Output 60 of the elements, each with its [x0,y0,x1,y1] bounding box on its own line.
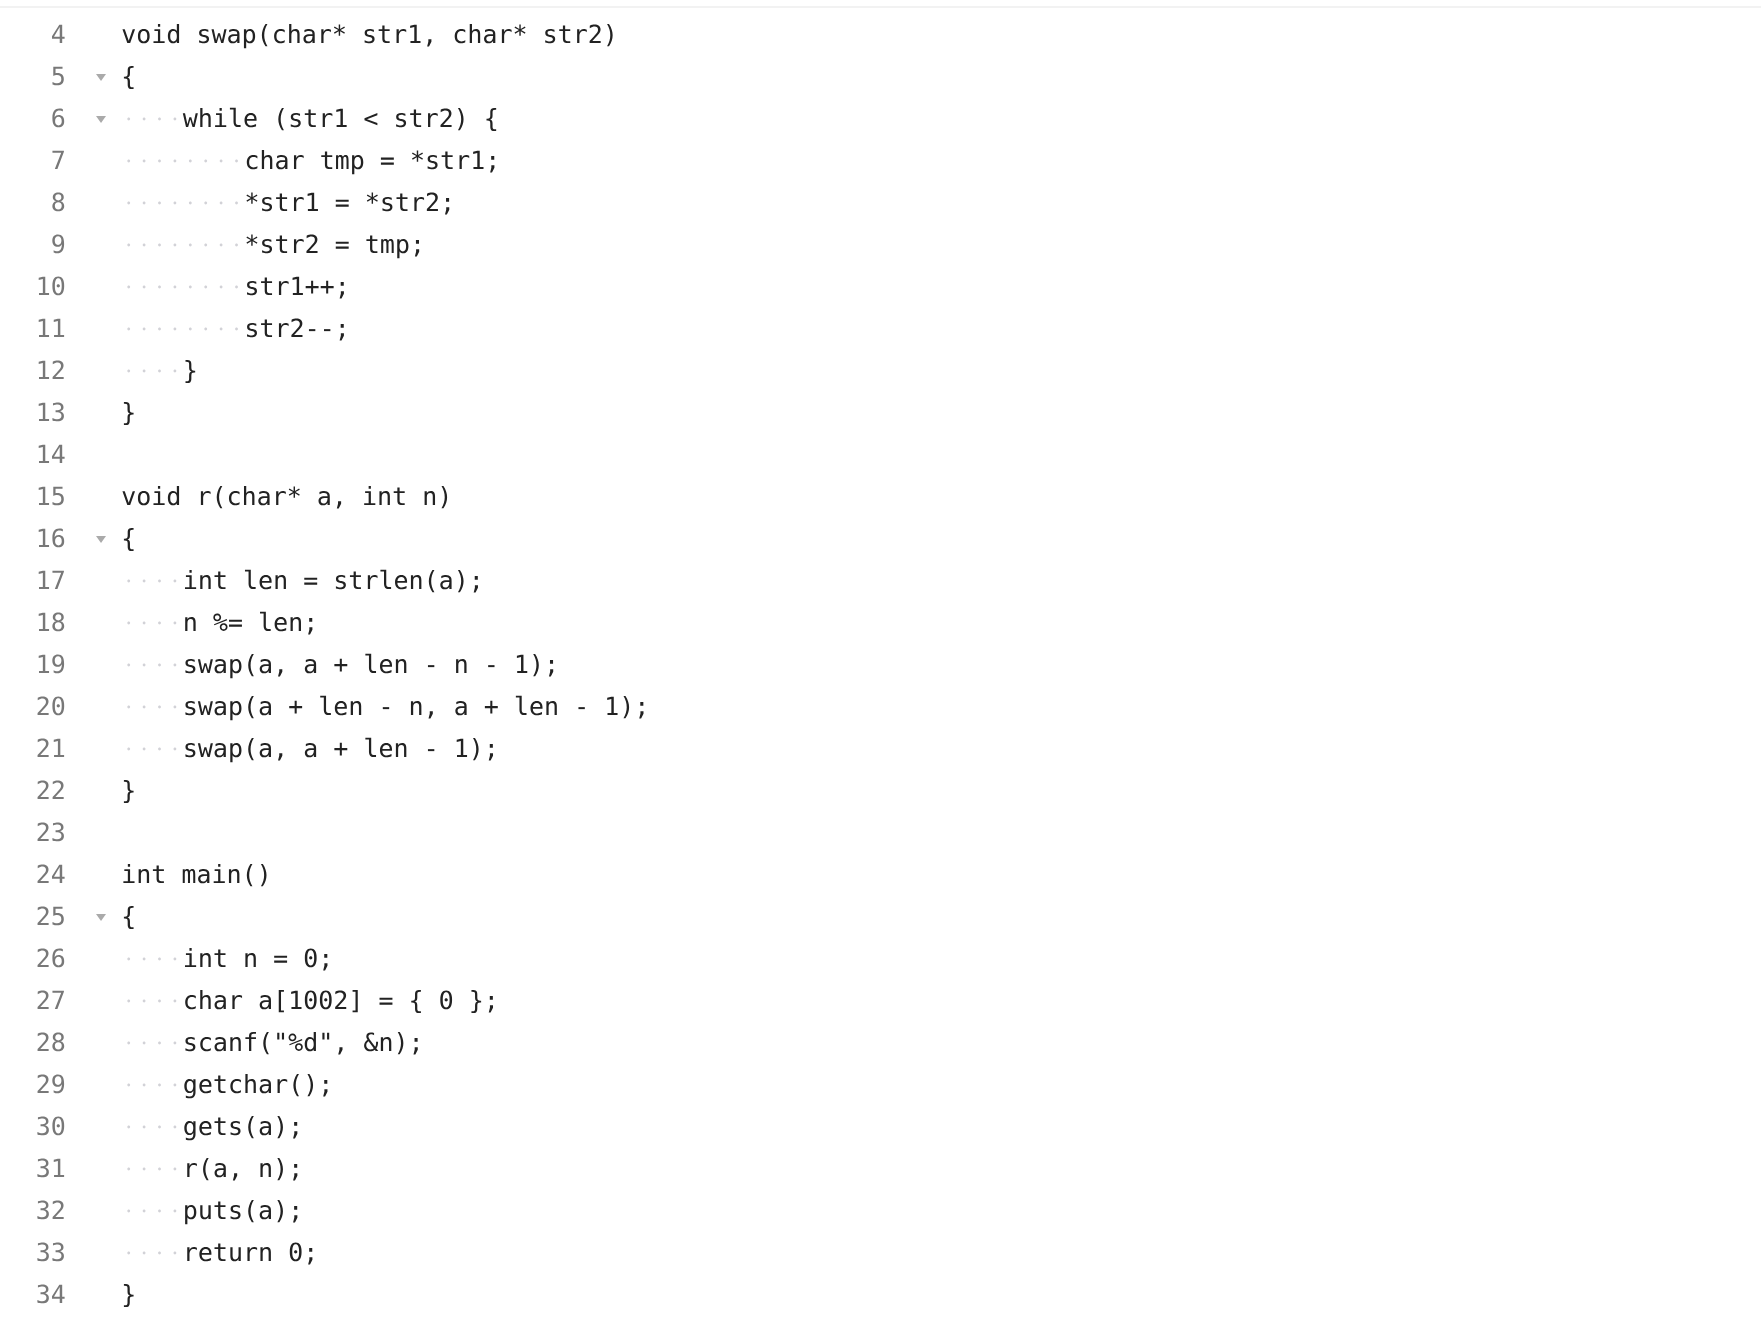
code-line: } [123,1284,134,1308]
code-line: { [123,906,134,930]
code-line: { [123,66,134,90]
line-number: 16 [38,528,65,548]
code-line: swap(a, a + len - 1); [185,737,493,763]
code-line: int n = 0; [185,948,328,971]
line-number: 4 [52,24,65,43]
line-number: 7 [52,150,64,169]
code-line: void swap(char* str1, char* str2) [122,24,613,49]
line-number: 27 [37,990,64,1009]
code-line: scanf("%d", &n); [185,1032,418,1055]
line-number: 12 [38,360,64,379]
line-number: 24 [37,864,65,883]
line-number: 26 [37,948,65,968]
line-number: 18 [38,612,65,632]
line-number: 25 [37,906,64,926]
line-number: 5 [52,66,64,86]
line-number: 22 [37,780,64,799]
line-number: 28 [37,1032,65,1052]
code-line: swap(a + len - n, a + len - 1); [185,695,644,721]
code-line: } [185,360,196,384]
code-line: gets(a); [184,1116,298,1141]
line-number: 23 [37,822,64,842]
line-number: 13 [38,402,64,422]
code-line: puts(a); [185,1200,298,1225]
code-line: r(a, n); [187,1158,298,1181]
code-line: char tmp = *str1; [246,150,495,175]
line-number: 31 [37,1158,65,1178]
code-line: while (str1 < str2) { [182,107,497,132]
line-number: 30 [37,1116,65,1136]
code-line: *str1 = *str2; [246,192,450,215]
line-number: 6 [52,108,65,128]
code-line: void r(char* a, int n) [122,486,448,509]
line-number: 32 [37,1200,64,1220]
line-number: 14 [38,444,65,463]
code-line: *str2 = tmp; [246,234,420,259]
line-number: 29 [37,1074,65,1094]
code-line: str1++; [247,276,344,299]
code-line: int len = strlen(a); [185,569,478,593]
code-line: int main() [123,864,267,887]
code-line: swap(a, a + len - n - 1); [185,653,554,679]
code-line: str2--; [247,318,344,341]
code-line: char a[1002] = { 0 }; [185,990,493,1014]
line-number: 17 [38,570,64,589]
code-line: getchar(); [184,1074,328,1099]
code-line: { [123,528,134,552]
code-line: } [123,780,134,804]
line-number: 8 [52,192,65,212]
line-number: 20 [37,696,65,716]
line-number: 10 [38,276,65,296]
line-number: 11 [38,318,65,337]
code-line: n %= len; [185,611,313,635]
line-number: 21 [37,738,65,757]
line-number: 9 [52,234,65,254]
code-line: } [123,402,134,426]
line-number: 33 [37,1242,64,1262]
line-number: 15 [38,486,64,506]
code-line: return 0; [187,1242,313,1265]
line-number: 19 [38,654,65,674]
line-number: 34 [37,1284,65,1304]
